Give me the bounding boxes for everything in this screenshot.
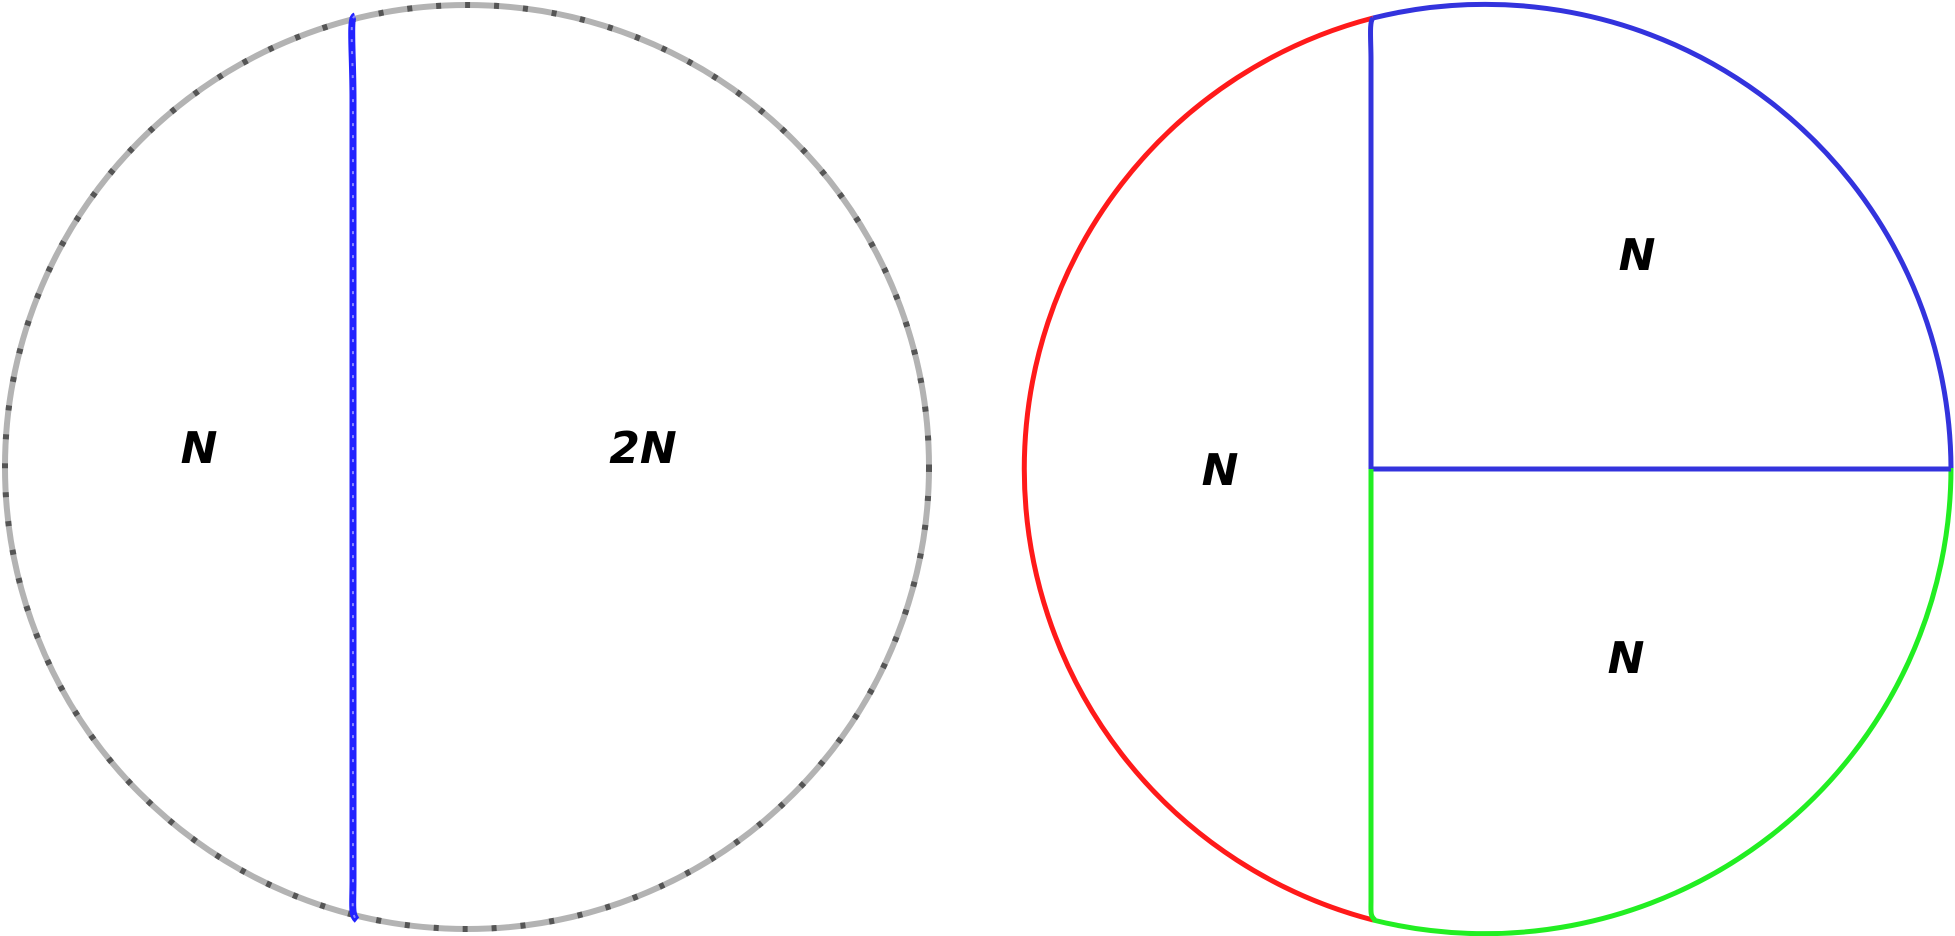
left-circle-outline xyxy=(2,2,932,932)
right-circle-blue-arc xyxy=(1372,1,1954,469)
left-circle-dots xyxy=(2,2,932,932)
left-circle-group: N 2N xyxy=(2,2,932,932)
right-circle-bottom-right-region-label: N xyxy=(1608,633,1645,684)
left-circle-blue-chord-dashes xyxy=(350,15,358,921)
right-circle-green-arc xyxy=(1372,467,1954,936)
left-circle-large-region-label: 2N xyxy=(609,423,676,474)
right-circle-green-vertical-divider xyxy=(1368,469,1377,922)
right-circle-left-region-label: N xyxy=(1202,445,1239,496)
left-circle-small-region-label: N xyxy=(181,423,218,474)
right-circle-blue-vertical-divider xyxy=(1368,16,1376,469)
right-circle-group: N N N xyxy=(1021,1,1954,936)
right-circle-red-arc xyxy=(1021,15,1374,923)
right-circle-top-right-region-label: N xyxy=(1619,230,1656,281)
